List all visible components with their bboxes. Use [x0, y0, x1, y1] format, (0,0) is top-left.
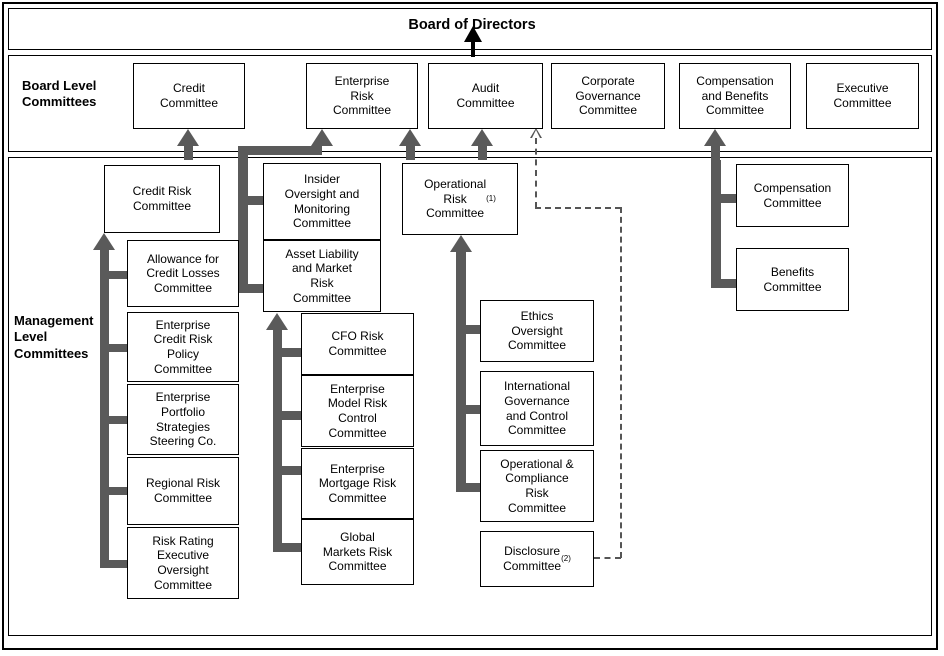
connector-compensation-stem [711, 146, 720, 160]
connector-enterprise-trunk-horizontal [238, 146, 322, 155]
connector-oprisk-branch-1 [466, 325, 483, 334]
connector-alm-branch-3 [282, 466, 302, 475]
page-title: Board of Directors [408, 17, 536, 33]
panel-board-level-committees [8, 55, 932, 152]
connector-oprisk-trunk [456, 252, 466, 492]
connector-alm-subtrunk-arrow [266, 313, 288, 330]
connector-alm-branch-1 [282, 348, 302, 357]
connector-compensation-trunk [711, 160, 721, 288]
connector-credit-group-trunk [100, 250, 109, 568]
panel-board-of-directors [8, 8, 932, 50]
connector-oprisk-trunk-arrow [450, 235, 472, 252]
footnote-marker-disclosure: (2) [561, 554, 571, 564]
connector-alm-branch-2 [282, 411, 302, 420]
diagram-outer-frame [2, 2, 938, 650]
connector-oprisk-branch-3 [466, 483, 483, 492]
dashed-line-vertical-lower [620, 207, 622, 558]
connector-enterprise-risk-right-stem [406, 146, 415, 160]
connector-compensation-branch-2 [721, 279, 738, 288]
connector-enterprise-risk-right-arrow [399, 129, 421, 146]
connector-audit-to-board-stem [471, 40, 475, 57]
connector-credit-branch-1 [109, 271, 127, 279]
connector-compensation-arrow [704, 129, 726, 146]
dashed-line-horizontal-upper [535, 207, 621, 209]
connector-credit-branch-4 [109, 487, 127, 495]
dashed-line-vertical-upper [535, 138, 537, 208]
footnote-marker-operational-risk: (1) [486, 194, 496, 204]
dashed-line-horizontal-lower [594, 557, 621, 559]
connector-oprisk-branch-2 [466, 405, 483, 414]
connector-enterprise-branch-asset [248, 284, 265, 293]
connector-credit-branch-5 [109, 560, 127, 568]
panel-management-level-committees [8, 157, 932, 636]
connector-audit-gray-stem [478, 146, 487, 160]
connector-alm-branch-4 [282, 543, 302, 552]
dashed-arrow-to-audit-inner [532, 130, 540, 138]
connector-credit-branch-2 [109, 344, 127, 352]
connector-credit-risk-arrow [177, 129, 199, 146]
connector-compensation-branch-1 [721, 194, 738, 203]
connector-credit-risk-stem [184, 146, 193, 160]
connector-alm-subtrunk [273, 330, 282, 552]
connector-enterprise-trunk-vertical [238, 146, 248, 293]
connector-credit-group-arrow [93, 233, 115, 250]
connector-audit-gray-arrow [471, 129, 493, 146]
connector-enterprise-branch-insider [248, 196, 265, 205]
connector-audit-to-board-arrow [464, 26, 482, 42]
connector-credit-branch-3 [109, 416, 127, 424]
connector-enterprise-risk-arrow [311, 129, 333, 146]
